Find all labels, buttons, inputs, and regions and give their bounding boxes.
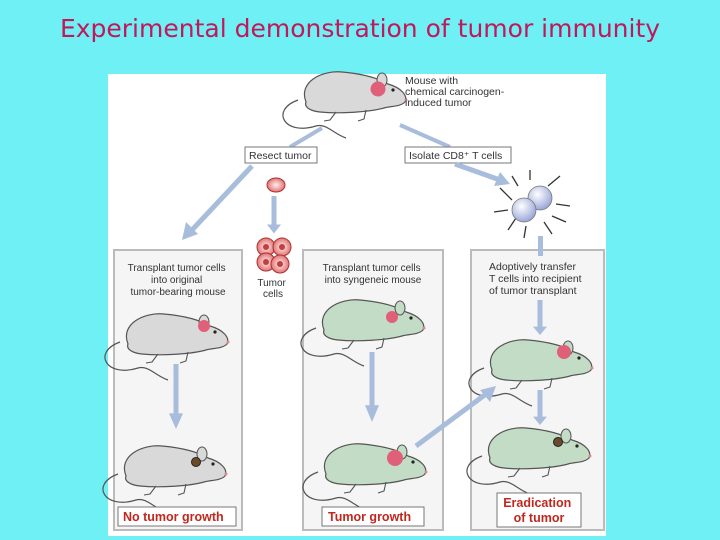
resect-tumor-box [244,146,318,164]
source-mouse-label: Mouse with chemical carcinogen- induced … [405,75,507,109]
recipient-mouse-transplant [468,339,595,407]
arrow-to-original-mouse [182,164,254,240]
recipient-mouse-result [466,427,593,495]
arrow-tumor-to-recipient [414,386,496,449]
eradication-label: Eradication of tumor [503,496,575,525]
cd8-t-cells [493,170,571,239]
isolate-t-cells-label: Isolate CD8⁺ T cells [409,150,502,162]
no-tumor-growth-box [117,506,237,527]
resected-tumor-cell [266,177,286,193]
resect-tumor-label: Resect tumor [249,150,312,162]
eradication-box [496,492,582,528]
slide-title: Experimental demonstration of tumor immu… [59,14,661,43]
original-mouse-result [102,445,229,513]
tumor-growth-label: Tumor growth [328,510,411,524]
no-tumor-growth-label: No tumor growth [123,510,224,524]
panel-1-caption: Transplant tumor cells into original tum… [128,263,229,298]
tumor-cells-label: Tumor cells [257,278,288,300]
arrow-to-t-cells [454,161,510,186]
syngeneic-mouse-transplant [300,299,427,367]
connector-right [399,123,451,149]
tumor-cells-cluster [256,237,292,274]
connector-left [288,126,324,149]
tumor-growth-box [321,506,425,527]
tumor-mark [370,81,386,97]
original-mouse-transplant [104,313,231,381]
panel-2-caption: Transplant tumor cells into syngeneic mo… [323,263,424,286]
source-mouse [282,71,409,139]
panel-3-caption: Adoptively transfer T cells into recipie… [489,261,585,297]
syngeneic-mouse-result [302,443,429,511]
t-cell-transfer-stem [538,236,543,256]
